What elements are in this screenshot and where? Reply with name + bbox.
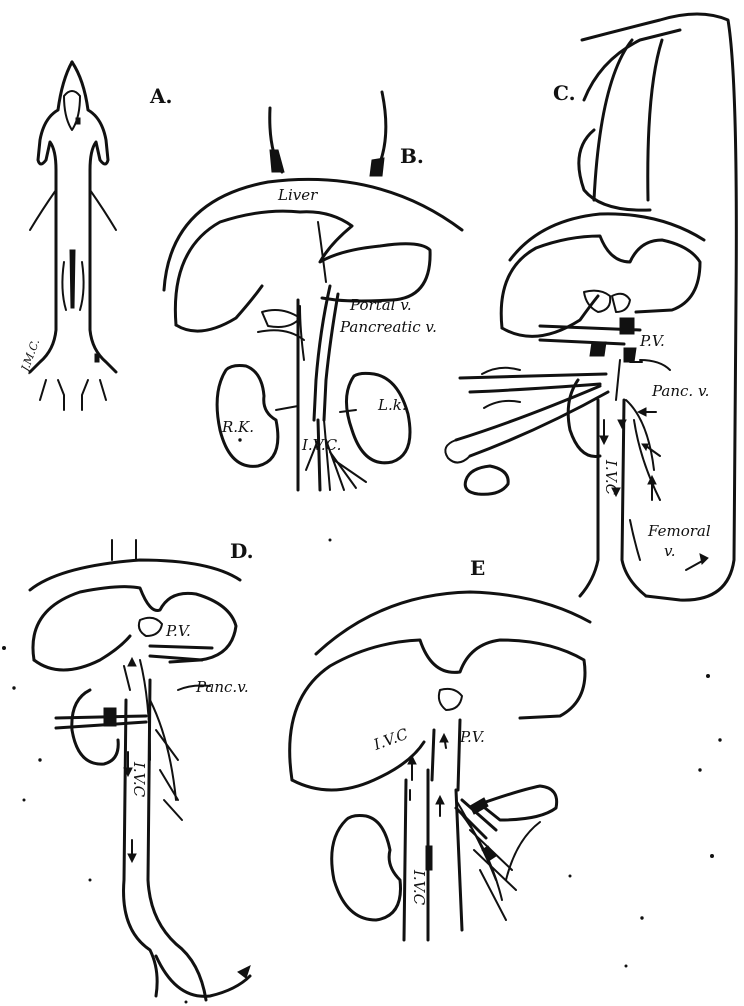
label-c-ivc: I.V.C [602, 459, 620, 496]
panel-b-label: B. [400, 144, 424, 168]
label-right-kidney: R.K. [221, 418, 254, 436]
label-d-ivc: I.V.C [130, 761, 148, 798]
panel-c-drawing [445, 14, 736, 600]
panel-d-label: D. [230, 539, 254, 563]
label-left-kidney: L.k. [377, 396, 407, 414]
label-c-pancreatic-vein: Panc. v. [651, 382, 709, 400]
label-e-ivc-lower: I.V.C [410, 869, 428, 906]
label-portal-vein: Portal v. [349, 296, 412, 314]
label-d-portal-vein: P.V. [165, 622, 191, 640]
label-c-femoral: Femoral [647, 522, 711, 540]
artist-signature: J.M.C. [18, 337, 42, 375]
panel-a-rat-drawing [30, 62, 116, 410]
label-e-portal-vein: P.V. [459, 728, 485, 746]
label-c-portal-vein: P.V. [639, 332, 665, 350]
label-ivc-b: I.V.C. [301, 436, 341, 454]
label-pancreatic-vein: Pancreatic v. [339, 318, 437, 336]
label-c-femoral-v: v. [664, 542, 675, 560]
panel-c-label: C. [553, 81, 576, 105]
label-e-ivc: I.V.C [370, 725, 411, 754]
panel-e-drawing [290, 592, 590, 940]
panel-e-label: E [470, 556, 485, 580]
panel-a-label: A. [149, 84, 172, 108]
label-liver: Liver [277, 186, 318, 204]
label-d-pancreatic-vein: Panc.v. [195, 678, 249, 696]
